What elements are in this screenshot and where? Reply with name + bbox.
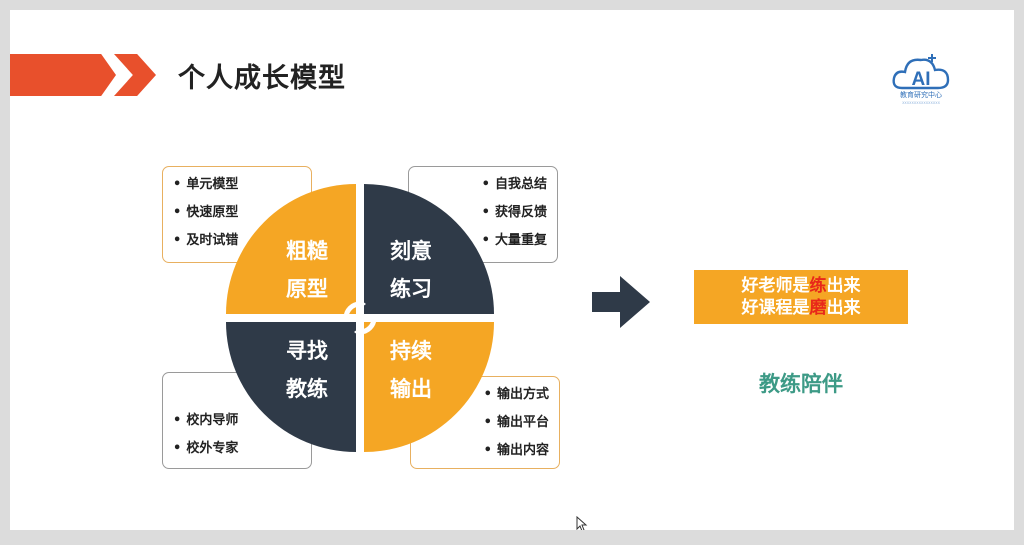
- box-top-left: 单元模型 快速原型 及时试错: [162, 166, 312, 263]
- coach-text: 教练陪伴: [759, 372, 843, 396]
- list-item: 校外专家: [173, 435, 301, 463]
- list-item: 获得反馈: [419, 199, 547, 227]
- list-item: 校内导师: [173, 407, 301, 435]
- right-arrow-icon: [592, 276, 650, 328]
- motto-banner: 好老师是练出来 好课程是磨出来: [694, 270, 908, 324]
- header-chevron-bar: [10, 54, 116, 96]
- quadrant-top-left: [226, 184, 356, 314]
- list-item: 及时试错: [173, 227, 301, 255]
- quadrant-bottom-right: [364, 322, 494, 452]
- quadrant-label-top-right: 刻意练习: [390, 239, 432, 301]
- quadrant-top-right: [364, 184, 494, 314]
- list-item: 大量重复: [419, 227, 547, 255]
- motto-line-2: 好课程是磨出来: [741, 298, 861, 318]
- list-item: 输出方式: [421, 381, 549, 409]
- list-item: 自我总结: [419, 171, 547, 199]
- slide: 个人成长模型 AI 教育研究中心 xxxxxxxxxxxxxxxx 单元模型 快…: [10, 10, 1014, 530]
- quadrant-label-bottom-left: 寻找教练: [286, 339, 328, 401]
- cloud-logo-icon: AI: [892, 54, 950, 90]
- page-title: 个人成长模型: [178, 63, 346, 94]
- quadrant-label-bottom-right: 持续输出: [390, 339, 432, 401]
- mouse-cursor-icon: [576, 516, 588, 530]
- header-chevron-arrow: [114, 54, 156, 96]
- quadrant-label-top-left: 粗糙原型: [286, 239, 328, 301]
- logo-mark: AI: [912, 69, 931, 90]
- list-item: 快速原型: [173, 199, 301, 227]
- list-item: 输出内容: [421, 437, 549, 465]
- list-item: 输出平台: [421, 409, 549, 437]
- growth-cycle-circle: [226, 184, 494, 452]
- logo-caption: 教育研究中心: [900, 91, 942, 99]
- quadrant-bottom-left: [226, 322, 356, 452]
- list-item: 单元模型: [173, 171, 301, 199]
- logo-tagline: xxxxxxxxxxxxxxxx: [902, 100, 940, 105]
- motto-line-1: 好老师是练出来: [741, 276, 861, 296]
